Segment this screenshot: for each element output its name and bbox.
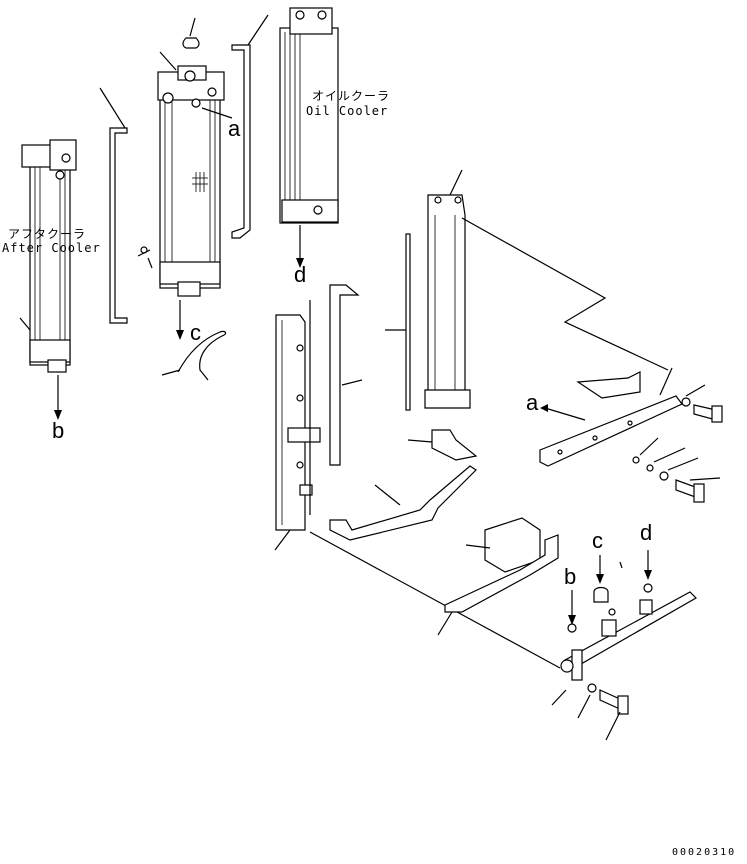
frame-upright-right [424,169,471,409]
ref-label-b-right: b [564,564,577,589]
ref-label-a-upper: a [228,116,241,141]
fastener-set-upper [659,367,723,423]
drawing-code: 00020310 [672,847,737,858]
hose-c [161,330,227,381]
lower-channel [329,465,477,541]
radiator-part [137,17,233,340]
oil-cooler-part [279,7,339,268]
mounting-bar-left [99,87,128,324]
after-cooler-label-jp: アフタクーラ [8,227,87,241]
block-pad-center [407,429,478,461]
oil-cooler-label-en: Oil Cooler [306,104,389,118]
ref-label-a-lower: a [526,390,539,415]
ref-label-c-left: c [190,320,201,345]
block-pad-right [576,371,641,399]
ref-label-b-left: b [52,418,65,443]
ref-label-d-upper: d [294,262,307,287]
base-assembly [551,550,697,741]
mounting-bar-middle [231,14,269,239]
fastener-set-lower [632,437,721,503]
seal-strip [385,233,411,411]
after-cooler-part [19,139,77,420]
u-bracket [465,517,541,573]
oil-cooler-label-jp: オイルクーラ [312,89,391,103]
ref-label-c-right: c [592,528,603,553]
strap-a [539,395,683,467]
frame-upright-left [274,300,321,551]
frame-bar-vertical [329,284,363,466]
bottom-rail [437,534,559,636]
after-cooler-label-en: After Cooler [2,241,101,255]
ref-label-d-right: d [640,520,653,545]
